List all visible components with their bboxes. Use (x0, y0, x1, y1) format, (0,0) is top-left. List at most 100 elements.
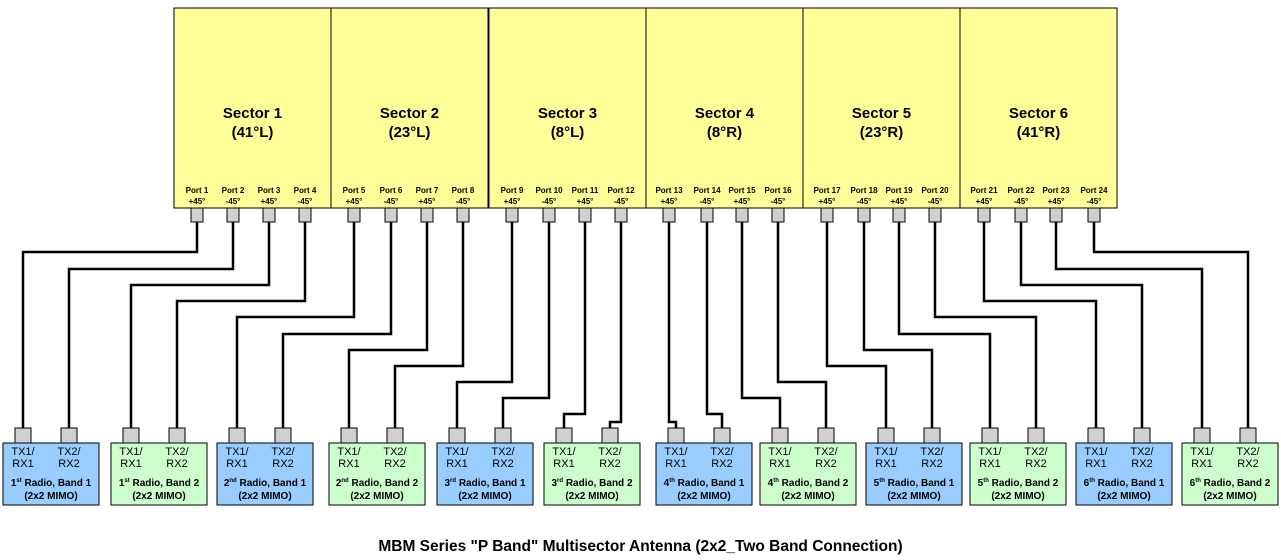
radio-box-band2 (1181, 442, 1279, 506)
tx1-label: TX1/ (978, 446, 1002, 458)
cable (21, 222, 199, 428)
port-label: Port 16 (764, 186, 792, 195)
sector-angle: (41°R) (1017, 124, 1061, 141)
radio-box-band1 (865, 442, 963, 506)
radio-box-band1 (1075, 442, 1173, 506)
port-connector (614, 207, 628, 223)
rx2-label: RX2 (599, 458, 620, 470)
port-label: Port 18 (850, 186, 878, 195)
port-connector (226, 207, 240, 223)
cable (825, 222, 888, 428)
radio-name: 3rd Radio, Band 2 (551, 478, 632, 489)
radio-name: 5th Radio, Band 2 (978, 478, 1059, 489)
diagram-title: MBM Series "P Band" Multisector Antenna … (378, 538, 903, 555)
port-polarization: +45° (661, 197, 678, 206)
cable (982, 222, 1098, 428)
tx2-label: TX2/ (710, 446, 734, 458)
rx1-label: RX1 (338, 458, 359, 470)
port-polarization: -45° (614, 197, 629, 206)
rx1-label: RX1 (553, 458, 574, 470)
radio-connector (771, 427, 789, 444)
cable (862, 222, 934, 428)
rx2-label: RX2 (711, 458, 732, 470)
port-label: Port 5 (343, 186, 366, 195)
radio-box-band2 (328, 442, 426, 506)
port-connector (1049, 207, 1063, 223)
tx1-label: TX1/ (664, 446, 688, 458)
port-polarization: -45° (226, 197, 241, 206)
sector-angle: (23°L) (389, 124, 431, 141)
radio-name: 4th Radio, Band 1 (664, 478, 745, 489)
sector-angle: (8°L) (551, 124, 585, 141)
tx1-label: TX1/ (552, 446, 576, 458)
cable (776, 222, 828, 428)
port-label: Port 12 (607, 186, 635, 195)
port-label: Port 22 (1007, 186, 1035, 195)
port-polarization: -45° (456, 197, 471, 206)
cable (347, 222, 429, 428)
port-polarization: +45° (261, 197, 278, 206)
radio-mimo: (2x2 MIMO) (1203, 491, 1256, 502)
port-polarization: -45° (857, 197, 872, 206)
radio-box-band2 (110, 442, 208, 506)
cable (501, 222, 551, 428)
tx2-label: TX2/ (920, 446, 944, 458)
port-polarization: -45° (298, 197, 313, 206)
cable (281, 222, 393, 428)
tx1-label: TX1/ (225, 446, 249, 458)
rx2-label: RX2 (921, 458, 942, 470)
radio-connector (1087, 427, 1105, 444)
sector-label: Sector 3 (538, 105, 597, 122)
radio-connector (274, 427, 292, 444)
radio-connector (228, 427, 246, 444)
radio-name: 1st Radio, Band 1 (11, 478, 92, 489)
port-polarization: +45° (419, 197, 436, 206)
rx2-label: RX2 (1237, 458, 1258, 470)
port-label: Port 1 (186, 186, 209, 195)
radio-connector (340, 427, 358, 444)
port-polarization: +45° (819, 197, 836, 206)
tx2-label: TX2/ (491, 446, 515, 458)
port-polarization: +45° (734, 197, 751, 206)
radio-name: 3rd Radio, Band 1 (444, 478, 525, 489)
port-connector (820, 207, 834, 223)
port-label: Port 17 (813, 186, 841, 195)
sector-layer: Sector 1(41°L)Sector 2(23°L)Sector 3(8°L… (173, 7, 1118, 223)
cable (608, 222, 623, 428)
radio-connector (386, 427, 404, 444)
cable-layer (21, 222, 1250, 428)
port-connector (456, 207, 470, 223)
radio-box-band1 (436, 442, 534, 506)
sector-angle: (8°R) (707, 124, 742, 141)
port-label: Port 24 (1080, 186, 1108, 195)
radio-connector (494, 427, 512, 444)
radio-connector (1133, 427, 1151, 444)
tx2-label: TX2/ (57, 446, 81, 458)
sector-angle: (41°L) (232, 124, 274, 141)
rx1-label: RX1 (665, 458, 686, 470)
radio-mimo: (2x2 MIMO) (238, 491, 291, 502)
radio-name: 2nd Radio, Band 1 (224, 478, 307, 489)
port-polarization: +45° (1048, 197, 1065, 206)
rx2-label: RX2 (492, 458, 513, 470)
port-polarization: +45° (891, 197, 908, 206)
port-connector (347, 207, 361, 223)
port-polarization: -45° (928, 197, 943, 206)
sector-label: Sector 1 (223, 105, 282, 122)
radio-connector (877, 427, 895, 444)
port-polarization: -45° (542, 197, 557, 206)
port-connector (892, 207, 906, 223)
port-polarization: +45° (504, 197, 521, 206)
port-label: Port 4 (294, 186, 317, 195)
port-connector (190, 207, 204, 223)
tx1-label: TX1/ (337, 446, 361, 458)
rx1-label: RX1 (875, 458, 896, 470)
cable (175, 222, 307, 428)
port-label: Port 20 (921, 186, 949, 195)
radio-connector (168, 427, 186, 444)
port-connector (928, 207, 942, 223)
port-connector (771, 207, 785, 223)
radio-connector (981, 427, 999, 444)
rx1-label: RX1 (1191, 458, 1212, 470)
radio-box-band1 (655, 442, 753, 506)
